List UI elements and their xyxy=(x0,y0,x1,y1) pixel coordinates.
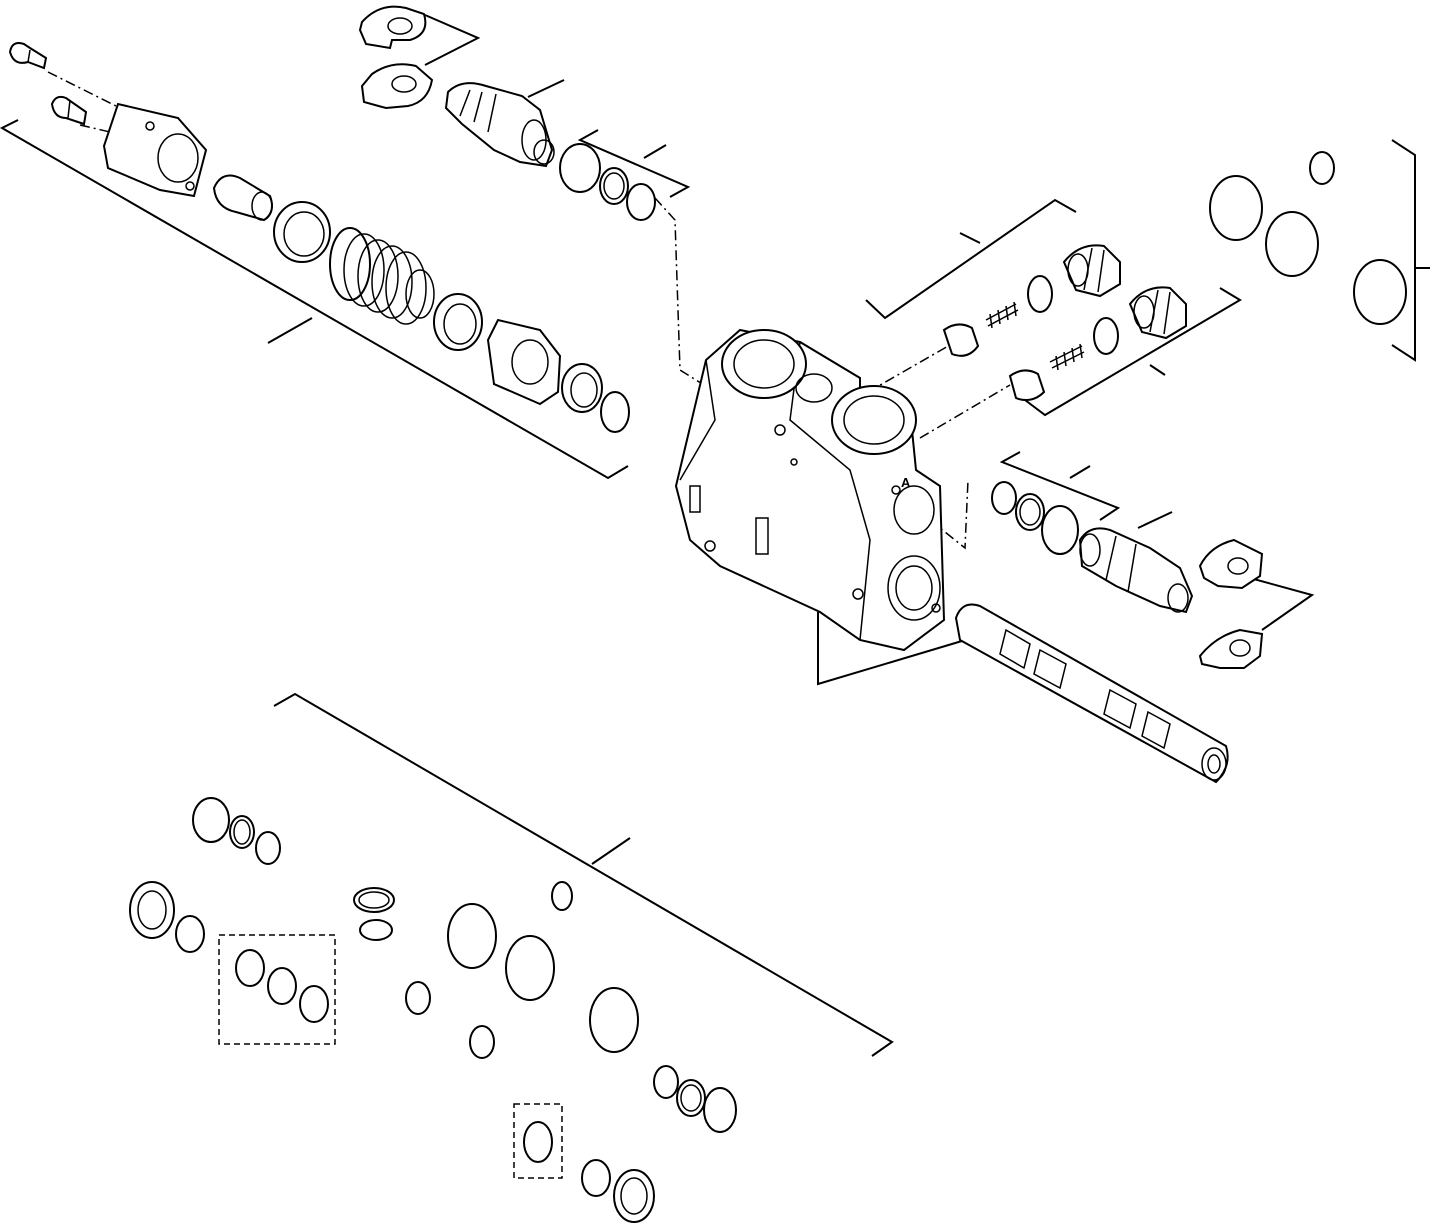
o-ring-right-c xyxy=(1265,211,1319,277)
spool-spring xyxy=(329,227,435,325)
bracket-right-relief-valve-leader xyxy=(1137,511,1173,529)
main-spool xyxy=(954,603,1229,784)
clip-upper-b xyxy=(360,63,434,110)
bracket-right-clip xyxy=(1249,577,1315,631)
bolt-long xyxy=(8,42,48,70)
o-ring-right-a xyxy=(1209,175,1263,241)
o-ring-upper-left xyxy=(600,391,630,433)
cap-plate xyxy=(486,318,562,406)
bracket-upper-relief-valve-leader xyxy=(527,79,565,98)
spool-cap xyxy=(102,102,208,198)
centerline-relief-to-body xyxy=(654,197,713,391)
check-plug-upper xyxy=(1062,244,1121,298)
o-ring-relief-upper-b xyxy=(599,167,629,205)
seal-kit-boxed-group-b xyxy=(513,1103,563,1179)
relief-valve-upper xyxy=(444,82,555,168)
check-poppet-upper xyxy=(942,323,980,357)
check-spring-upper xyxy=(985,301,1019,329)
seal-kit-rings xyxy=(129,797,737,1223)
clip-right-b xyxy=(1198,628,1264,669)
bracket-right-middle-ring-set xyxy=(999,451,1121,521)
valve-body: A xyxy=(674,328,946,652)
check-spring-lower xyxy=(1049,343,1085,371)
bracket-upper-left-spool-kit xyxy=(0,119,629,480)
o-ring-right-d xyxy=(1353,259,1407,325)
port-label-a: A xyxy=(901,475,911,490)
o-ring-relief-right-a xyxy=(991,481,1017,515)
clip-upper-a xyxy=(358,5,427,50)
o-ring-check-upper xyxy=(1027,275,1053,313)
o-ring-relief-upper-a xyxy=(559,143,601,193)
centerline-check-to-body xyxy=(867,344,1011,439)
seal-ring-upper-left xyxy=(561,363,603,413)
spool-stopper xyxy=(212,174,273,222)
o-ring-relief-upper-c xyxy=(626,183,656,221)
bracket-seal-kit xyxy=(273,692,894,1057)
bracket-upper-clip xyxy=(424,14,481,66)
o-ring-relief-right-b xyxy=(1015,493,1045,531)
check-poppet-lower xyxy=(1008,369,1046,401)
seal-kit-boxed-group-a xyxy=(218,934,336,1045)
bolt-short xyxy=(50,95,88,126)
bracket-right-ring-set xyxy=(1391,139,1430,362)
spring-seat-lower xyxy=(433,293,483,351)
bracket-body-spool xyxy=(817,612,973,686)
clip-right-a xyxy=(1198,538,1264,590)
bracket-check-valve-lower xyxy=(1024,287,1242,417)
o-ring-right-b xyxy=(1309,151,1335,185)
bracket-upper-ring-set xyxy=(577,129,691,198)
relief-valve-right xyxy=(1078,527,1194,614)
bracket-check-valve-upper xyxy=(865,198,1077,320)
o-ring-check-lower xyxy=(1093,317,1119,355)
spring-seat xyxy=(273,201,331,263)
check-plug-lower xyxy=(1128,286,1187,340)
o-ring-relief-right-c xyxy=(1041,505,1079,555)
